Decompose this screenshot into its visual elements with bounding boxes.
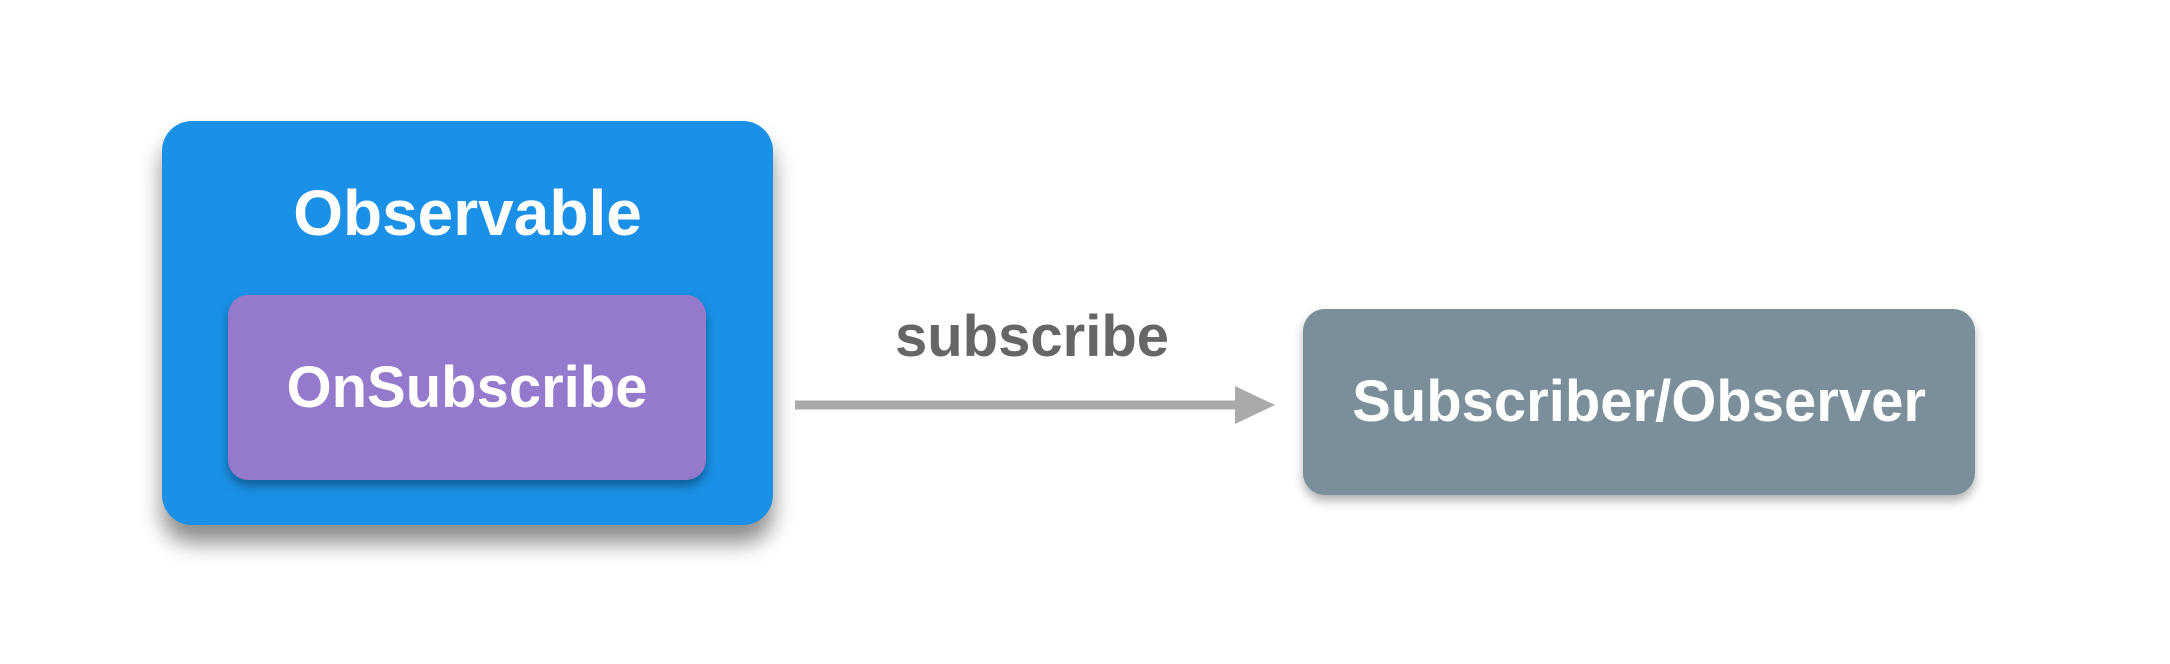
onsubscribe-box: OnSubscribe xyxy=(228,295,706,480)
subscribe-edge-label: subscribe xyxy=(895,304,1169,369)
subscriber-observer-box: Subscriber/Observer xyxy=(1303,309,1975,495)
subscribe-edge-arrowhead xyxy=(1235,386,1275,424)
arrow-right-icon xyxy=(795,386,1275,424)
subscriber-observer-label: Subscriber/Observer xyxy=(1352,369,1926,434)
onsubscribe-label: OnSubscribe xyxy=(286,354,648,420)
observable-box: Observable OnSubscribe xyxy=(162,121,773,525)
observable-title: Observable xyxy=(293,177,642,249)
